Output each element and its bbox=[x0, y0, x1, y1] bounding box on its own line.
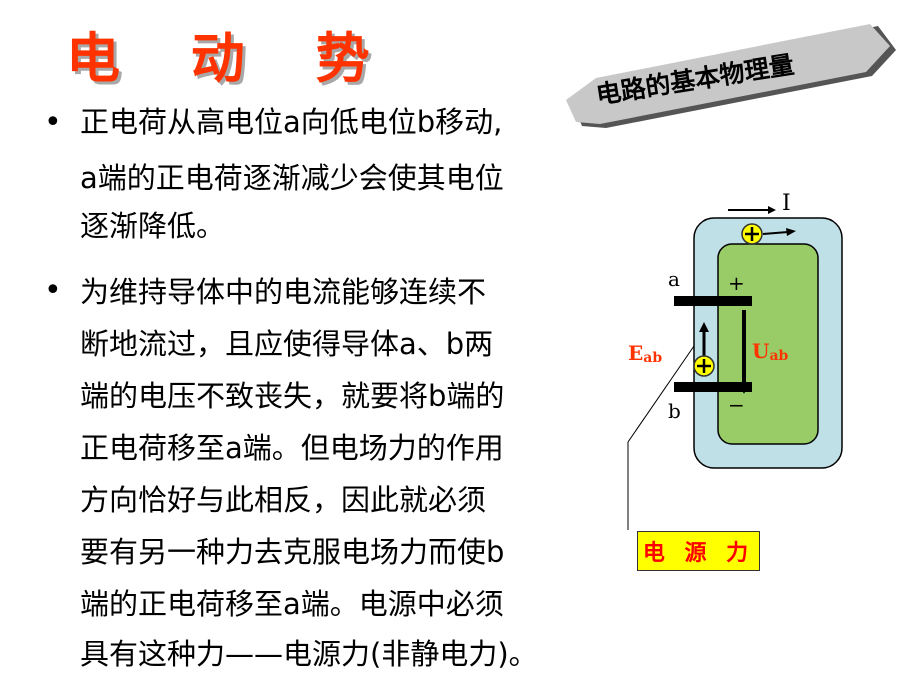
inner-source bbox=[717, 243, 819, 445]
bullet-2-line-7: 端的正电荷移至a端。电源中必须 bbox=[80, 587, 504, 621]
bullet-2-line-5: 方向恰好与此相反，因此就必须 bbox=[80, 483, 487, 517]
bullet-1-line-3: 逐渐降低。 bbox=[80, 209, 226, 243]
emf-label: Eab bbox=[628, 341, 662, 366]
terminal-b-label: b bbox=[668, 399, 681, 423]
voltage-label: Uab bbox=[752, 339, 789, 364]
bullet-1-line-2: a端的正电荷逐渐减少会使其电位 bbox=[80, 161, 504, 195]
bullet-marker: • bbox=[44, 105, 62, 140]
current-label: I bbox=[782, 191, 791, 216]
bullet-2-line-8: 具有这种力——电源力(非静电力)。 bbox=[80, 637, 538, 671]
terminal-a-label: a bbox=[668, 267, 680, 291]
bullet-2-line-4: 正电荷移至a端。但电场力的作用 bbox=[80, 431, 504, 465]
bullet-2-line-6: 要有另一种力去克服电场力而使b bbox=[80, 535, 505, 569]
page-title: 电 动 势 bbox=[66, 27, 396, 90]
bullet-marker: • bbox=[44, 273, 62, 308]
source-force-label: 电 源 力 bbox=[637, 531, 760, 571]
power-source-diagram: I a b + − Uab Eab bbox=[627, 191, 843, 530]
bullet-2-line-1: 为维持导体中的电流能够连续不 bbox=[80, 275, 487, 309]
topic-badge-shape bbox=[566, 24, 896, 128]
bullet-2-line-3: 端的电压不致丧失，就要将b端的 bbox=[80, 379, 505, 413]
leader-line bbox=[627, 345, 695, 443]
bullet-1-line-1: 正电荷从高电位a向低电位b移动, bbox=[80, 105, 503, 139]
plus-sign: + bbox=[728, 271, 745, 295]
plate-a bbox=[674, 296, 752, 306]
plate-b bbox=[674, 382, 752, 392]
bullet-2-line-2: 断地流过，且应使得导体a、b两 bbox=[80, 327, 494, 361]
minus-sign: − bbox=[728, 393, 745, 417]
